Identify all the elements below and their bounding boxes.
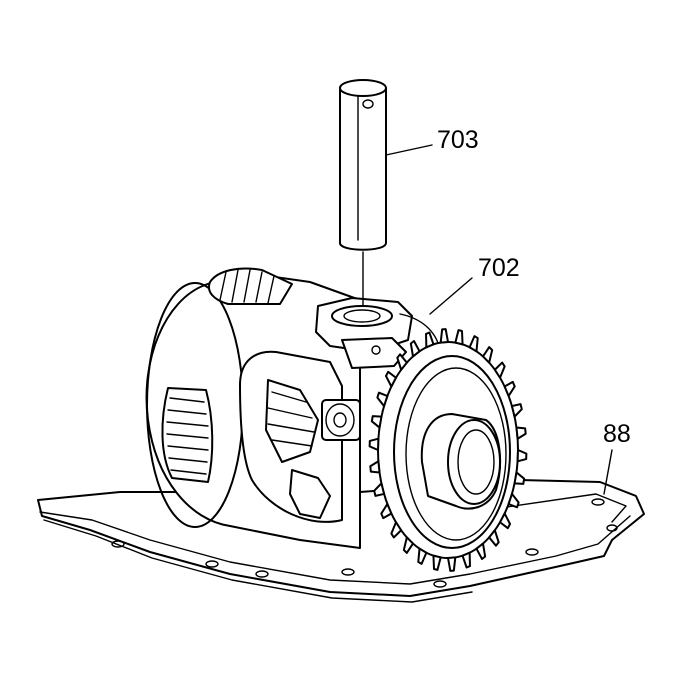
gear-tooth bbox=[515, 426, 527, 440]
gear-tooth bbox=[369, 460, 381, 474]
cross-pin bbox=[339, 79, 387, 307]
gear-tooth bbox=[475, 542, 487, 560]
leader-line-702 bbox=[429, 277, 473, 315]
gear-tooth bbox=[516, 449, 528, 463]
gear-tooth bbox=[493, 361, 506, 379]
gear-tooth bbox=[503, 380, 516, 397]
gear-tooth bbox=[499, 512, 512, 530]
gear-tooth bbox=[409, 340, 421, 358]
gear-tooth bbox=[370, 415, 383, 429]
gear-tooth bbox=[432, 554, 442, 571]
gear-tooth bbox=[376, 391, 389, 408]
leader-line-88 bbox=[603, 449, 613, 495]
gear-tooth bbox=[513, 471, 526, 485]
callout-88: 88 bbox=[603, 420, 631, 448]
leader-line-703 bbox=[385, 144, 433, 156]
gear-tooth bbox=[468, 335, 479, 353]
gear-tooth bbox=[507, 492, 520, 509]
callout-703: 703 bbox=[437, 126, 479, 154]
gear-tooth bbox=[417, 547, 428, 565]
left-side-gear-teeth bbox=[166, 397, 209, 475]
ring-gear-teeth bbox=[368, 328, 528, 572]
gear-tooth bbox=[396, 353, 408, 371]
ring-gear bbox=[368, 328, 528, 572]
gear-tooth bbox=[425, 331, 435, 349]
gear-tooth bbox=[384, 370, 397, 388]
top-side-gear-teeth bbox=[219, 269, 275, 304]
differential-case bbox=[145, 267, 441, 549]
gear-tooth bbox=[461, 551, 471, 569]
gear-tooth bbox=[380, 503, 393, 520]
callout-702: 702 bbox=[478, 254, 520, 282]
gear-tooth bbox=[373, 482, 386, 497]
gear-tooth bbox=[488, 529, 500, 547]
gear-tooth bbox=[482, 346, 494, 364]
gear-tooth bbox=[510, 403, 523, 418]
gear-tooth bbox=[402, 536, 414, 554]
gear-tooth bbox=[454, 329, 464, 346]
gear-tooth bbox=[447, 556, 457, 572]
gear-tooth bbox=[368, 437, 380, 451]
gear-tooth bbox=[390, 521, 403, 539]
gear-tooth bbox=[439, 328, 449, 344]
